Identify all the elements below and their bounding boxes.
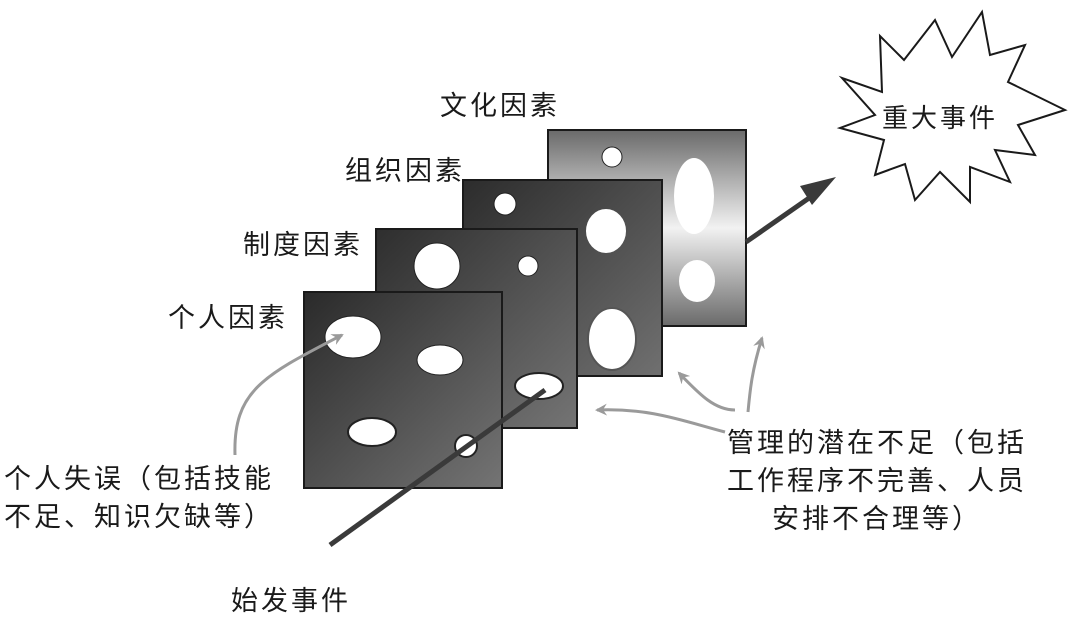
accident-trajectory-front [328, 387, 547, 548]
layer-label-institution: 制度因素 [243, 230, 363, 261]
hole [674, 158, 714, 234]
layer-label-culture: 文化因素 [440, 91, 560, 122]
layer-label-individual: 个人因素 [168, 303, 288, 334]
hole [493, 192, 517, 216]
management-arrow-3 [746, 336, 765, 413]
hole [586, 209, 626, 253]
individual-error-arrow [233, 333, 344, 456]
accident-trajectory-exit [744, 193, 814, 245]
hole [324, 315, 382, 359]
individual-error-note: 个人失误（包括技能 不足、知识欠缺等） [4, 464, 274, 533]
hole [416, 344, 464, 376]
hole [679, 260, 715, 302]
hole [347, 417, 397, 447]
layer-individual [303, 291, 503, 489]
initial-event-label: 始发事件 [231, 586, 351, 617]
hole [514, 372, 564, 400]
management-arrow-2 [677, 371, 736, 412]
hole [601, 146, 623, 168]
management-deficiency-note: 管理的潜在不足（包括 工作程序不完善、人员 安排不合理等） [727, 428, 1027, 535]
hole [517, 255, 539, 277]
hole [413, 242, 461, 290]
major-event-label: 重大事件 [882, 104, 999, 134]
major-event-starburst [836, 9, 1068, 205]
trajectory-arrowhead [800, 177, 836, 205]
management-arrow-1 [595, 403, 726, 434]
hole [587, 307, 637, 371]
layer-label-organization: 组织因素 [345, 156, 465, 187]
